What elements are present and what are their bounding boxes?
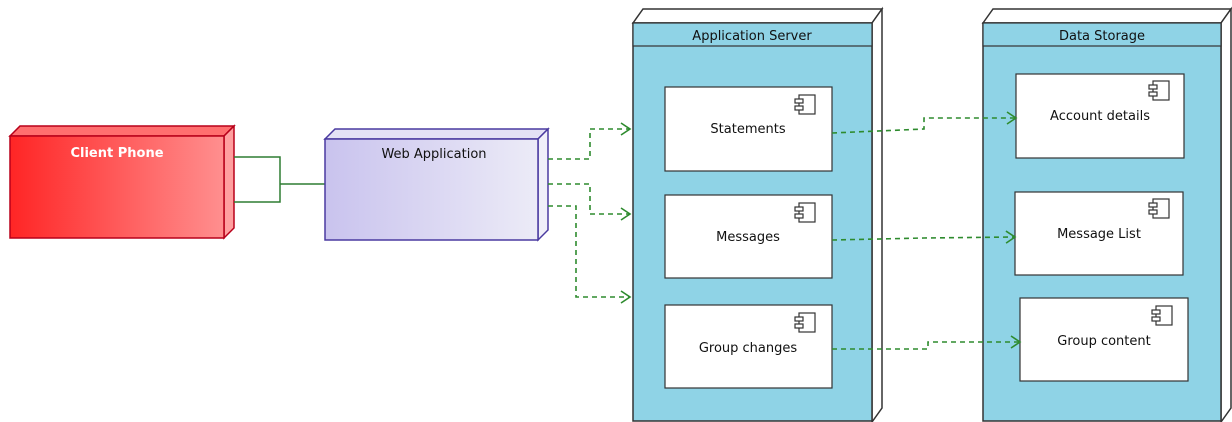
data-storage-title: Data Storage (1059, 29, 1145, 44)
statements-to-account-details-arrow (831, 111, 1018, 134)
group-content-component[interactable]: Group content (1019, 297, 1189, 382)
group-changes-component[interactable]: Group changes (664, 304, 833, 389)
client-phone-label: Client Phone (70, 146, 163, 161)
message-list-label: Message List (1057, 227, 1141, 242)
web-to-statements-arrow (548, 122, 632, 160)
web-application-node[interactable]: Web Application (323, 127, 550, 242)
client-phone-node[interactable]: Client Phone (8, 124, 236, 240)
statements-label: Statements (710, 122, 785, 137)
application-server-title: Application Server (692, 29, 812, 44)
client-web-link (234, 156, 325, 203)
group-changes-to-group-content-arrow (832, 335, 1022, 350)
messages-to-message-list-arrow (831, 230, 1017, 244)
messages-label: Messages (716, 230, 780, 245)
web-to-messages-arrow (548, 183, 632, 221)
web-application-label: Web Application (381, 147, 486, 162)
component-icon (1148, 198, 1170, 219)
component-icon (1151, 305, 1173, 326)
component-icon (794, 202, 816, 223)
account-details-component[interactable]: Account details (1015, 73, 1185, 159)
account-details-label: Account details (1050, 109, 1150, 124)
component-icon (794, 94, 816, 115)
message-list-component[interactable]: Message List (1014, 191, 1184, 276)
statements-component[interactable]: Statements (664, 86, 833, 172)
component-icon (794, 312, 816, 333)
messages-component[interactable]: Messages (664, 194, 833, 279)
group-content-label: Group content (1057, 334, 1150, 349)
component-icon (1148, 80, 1170, 101)
web-to-group-changes-arrow (548, 205, 632, 304)
group-changes-label: Group changes (699, 341, 798, 356)
